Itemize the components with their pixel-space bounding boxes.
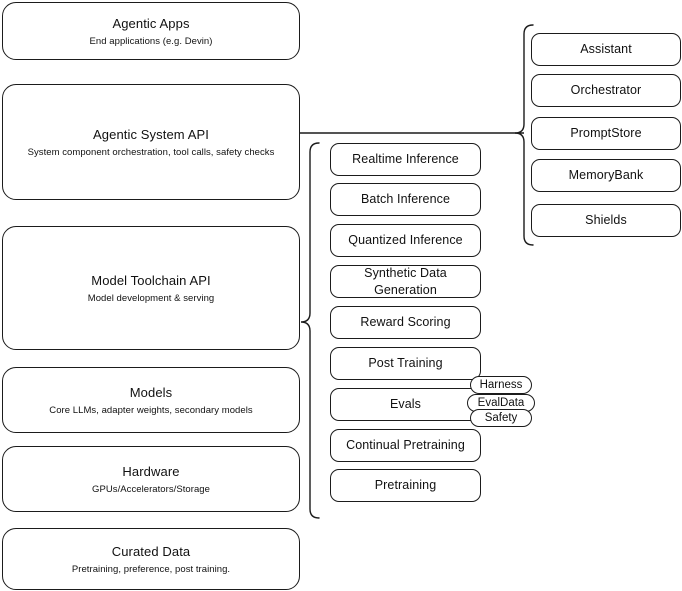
capability-evals[interactable]: Evals — [330, 388, 481, 421]
component-label: Orchestrator — [570, 83, 642, 97]
capability-label: Continual Pretraining — [346, 438, 465, 452]
capability-continual-pretraining[interactable]: Continual Pretraining — [330, 429, 481, 462]
layer-title: Models — [129, 384, 173, 400]
layer-subtitle: System component orchestration, tool cal… — [27, 146, 275, 158]
capability-label: Reward Scoring — [360, 315, 451, 329]
layer-title: Agentic Apps — [112, 15, 190, 31]
layer-title: Agentic System API — [93, 126, 209, 142]
capability-label: Realtime Inference — [352, 152, 459, 166]
capability-reward-scoring[interactable]: Reward Scoring — [330, 306, 481, 339]
capability-label: Quantized Inference — [348, 233, 463, 247]
layer-title: Model Toolchain API — [91, 272, 211, 288]
layer-subtitle: End applications (e.g. Devin) — [89, 35, 213, 47]
stack-layer-models[interactable]: Models Core LLMs, adapter weights, secon… — [2, 367, 300, 433]
component-label: Shields — [585, 213, 627, 227]
evals-subcomponent-harness[interactable]: Harness — [470, 376, 532, 394]
component-label: PromptStore — [570, 126, 642, 140]
capability-pretraining[interactable]: Pretraining — [330, 469, 481, 502]
component-label: Assistant — [580, 42, 632, 56]
capability-label: Post Training — [368, 356, 443, 370]
stack-layer-agentic-system-api[interactable]: Agentic System API System component orch… — [2, 84, 300, 200]
capability-batch-inference[interactable]: Batch Inference — [330, 183, 481, 216]
capability-label: Evals — [389, 397, 422, 411]
system-component-promptstore[interactable]: PromptStore — [531, 117, 681, 150]
layer-title: Hardware — [122, 463, 180, 479]
stack-layer-curated-data[interactable]: Curated Data Pretraining, preference, po… — [2, 528, 300, 590]
capability-label: Batch Inference — [360, 192, 451, 206]
stack-layer-agentic-apps[interactable]: Agentic Apps End applications (e.g. Devi… — [2, 2, 300, 60]
system-component-memorybank[interactable]: MemoryBank — [531, 159, 681, 192]
capability-label: Synthetic Data Generation — [364, 265, 447, 297]
stack-layer-model-toolchain-api[interactable]: Model Toolchain API Model development & … — [2, 226, 300, 350]
capability-synthetic-data-generation[interactable]: Synthetic Data Generation — [330, 265, 481, 298]
capability-post-training[interactable]: Post Training — [330, 347, 481, 380]
capability-realtime-inference[interactable]: Realtime Inference — [330, 143, 481, 176]
system-component-orchestrator[interactable]: Orchestrator — [531, 74, 681, 107]
capability-quantized-inference[interactable]: Quantized Inference — [330, 224, 481, 257]
toolchain-capabilities-brace — [300, 142, 320, 519]
layer-subtitle: Core LLMs, adapter weights, secondary mo… — [49, 404, 253, 416]
system-component-assistant[interactable]: Assistant — [531, 33, 681, 66]
layer-subtitle: GPUs/Accelerators/Storage — [92, 483, 210, 495]
layer-subtitle: Pretraining, preference, post training. — [71, 563, 231, 575]
system-component-shields[interactable]: Shields — [531, 204, 681, 237]
stack-layer-hardware[interactable]: Hardware GPUs/Accelerators/Storage — [2, 446, 300, 512]
layer-subtitle: Model development & serving — [87, 292, 215, 304]
capability-label: Pretraining — [374, 478, 437, 492]
component-label: MemoryBank — [568, 168, 644, 182]
layer-title: Curated Data — [111, 543, 191, 559]
evals-subcomponent-safety[interactable]: Safety — [470, 409, 532, 427]
